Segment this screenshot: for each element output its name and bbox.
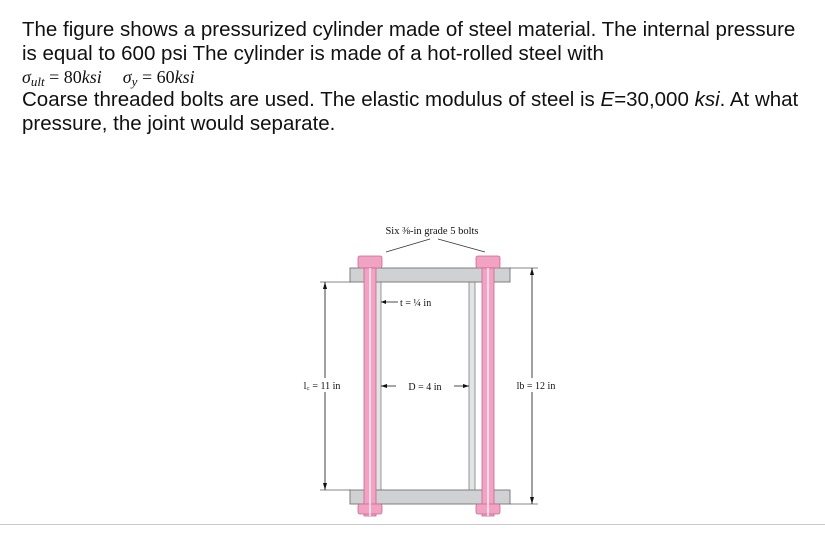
modulus-symbol: E [600, 88, 615, 111]
sigma-ult-sub: ult [30, 74, 45, 89]
thickness-label: t = ¼ in [400, 298, 431, 309]
ksi-unit: ksi [694, 88, 720, 111]
bolt-label-leader [437, 238, 486, 253]
sigma-y-sub: y [131, 74, 138, 89]
sigma-y-value: = 60ksi [141, 67, 195, 87]
lc-label: l꜀ = 11 in [304, 381, 341, 392]
bolt-label-leader [385, 238, 431, 253]
sigma-ult-symbol: σ [22, 67, 31, 87]
cylinder-wall-right [468, 281, 476, 498]
cylinder-figure: Six ⅜-in grade 5 bolts t = ¼ in D = 4 in… [290, 226, 570, 517]
bolt-head-left [357, 255, 383, 269]
bolt-label: Six ⅜-in grade 5 bolts [385, 226, 478, 237]
lb-label: lb = 12 in [517, 381, 556, 392]
sigma-ult-value: = 80ksi [49, 67, 102, 87]
question-line-3: Coarse threaded bolts are used. The elas… [22, 88, 799, 135]
bolt-head-right [475, 255, 501, 269]
question-line-1: The figure shows a pressurized cylinder … [22, 18, 796, 65]
page-divider [0, 524, 825, 525]
question-text: The figure shows a pressurized cylinder … [22, 18, 812, 136]
diameter-label: D = 4 in [408, 382, 441, 393]
sigma-y-symbol: σ [122, 67, 132, 87]
top-plate [349, 267, 511, 283]
stress-values: σult = 80ksi σy = 60ksi [22, 66, 812, 89]
bottom-plate [349, 489, 511, 505]
